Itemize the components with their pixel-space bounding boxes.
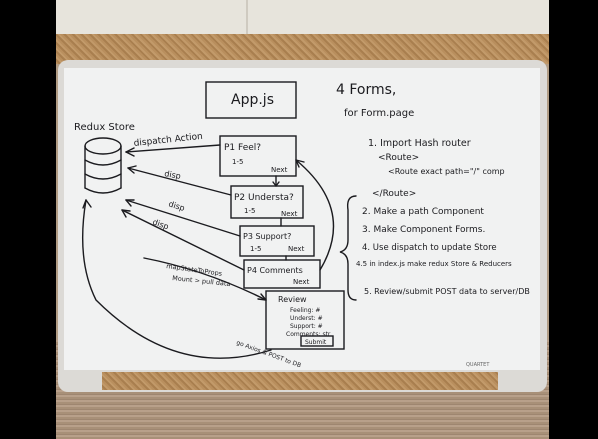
page-3-next: Next xyxy=(288,245,305,253)
page-1-range: 1-5 xyxy=(232,158,243,166)
review-line-4: Comments: str xyxy=(286,331,331,338)
cork-strip-top xyxy=(56,34,549,64)
step-1-route-close: </Route> xyxy=(372,189,416,199)
review-line-1: Feeling: # xyxy=(290,307,320,314)
label-disp-2: disp xyxy=(167,199,186,213)
page-2-next: Next xyxy=(281,210,298,218)
step-4: 4. Use dispatch to update Store xyxy=(362,243,497,253)
dispatch-arrow xyxy=(125,144,221,153)
review-box xyxy=(265,290,345,350)
page-2-title: P2 Understa? xyxy=(234,193,294,203)
step-2: 2. Make a path Component xyxy=(362,207,484,217)
page-2-range: 1-5 xyxy=(244,207,255,215)
label-post: go Axios & POST to DB xyxy=(235,339,302,369)
page-box-3 xyxy=(239,225,315,257)
submit-box xyxy=(300,335,334,347)
whiteboard-drawing: App.js Redux Store 4 Forms, for Form.pag… xyxy=(74,81,530,369)
review-line-3: Support: # xyxy=(290,323,323,330)
steps-header: 4 Forms, xyxy=(336,82,396,98)
cork-strip-bottom xyxy=(102,372,498,390)
whiteboard xyxy=(64,68,540,370)
page-3-range: 1-5 xyxy=(250,245,261,253)
step-4-5: 4.5 in index.js make redux Store & Reduc… xyxy=(356,260,512,268)
review-title: Review xyxy=(278,295,307,304)
label-pull: Mount > pull data xyxy=(172,274,231,288)
steps-subheader: for Form.page xyxy=(344,108,414,119)
page-box-1 xyxy=(219,135,297,177)
step-1-route-exact: <Route exact path="/" comp xyxy=(388,167,505,176)
review-line-2: Underst: # xyxy=(290,315,323,322)
wall xyxy=(56,0,549,36)
page-1-next: Next xyxy=(271,166,288,174)
app-box xyxy=(205,81,297,119)
step-3: 3. Make Component Forms. xyxy=(362,225,485,235)
photo-scene: App.js Redux Store 4 Forms, for Form.pag… xyxy=(56,0,549,439)
page-3-title: P3 Support? xyxy=(243,232,291,241)
step-1: 1. Import Hash router xyxy=(368,138,471,149)
label-disp-1: disp xyxy=(164,169,182,181)
store-label: Redux Store xyxy=(74,122,135,133)
wall-seam xyxy=(246,0,248,36)
page-box-4 xyxy=(243,259,321,289)
store-cylinder-icon xyxy=(84,137,122,194)
step-1-route: <Route> xyxy=(378,153,419,163)
app-title: App.js xyxy=(231,92,274,108)
page-4-next: Next xyxy=(293,278,310,286)
page-box-2 xyxy=(230,185,304,219)
review-submit: Submit xyxy=(305,339,327,346)
brand-label: QUARTET xyxy=(466,362,490,368)
page-4-title: P4 Comments xyxy=(247,266,303,275)
page-1-title: P1 Feel? xyxy=(224,143,261,153)
step-5: 5. Review/submit POST data to server/DB xyxy=(364,287,530,296)
